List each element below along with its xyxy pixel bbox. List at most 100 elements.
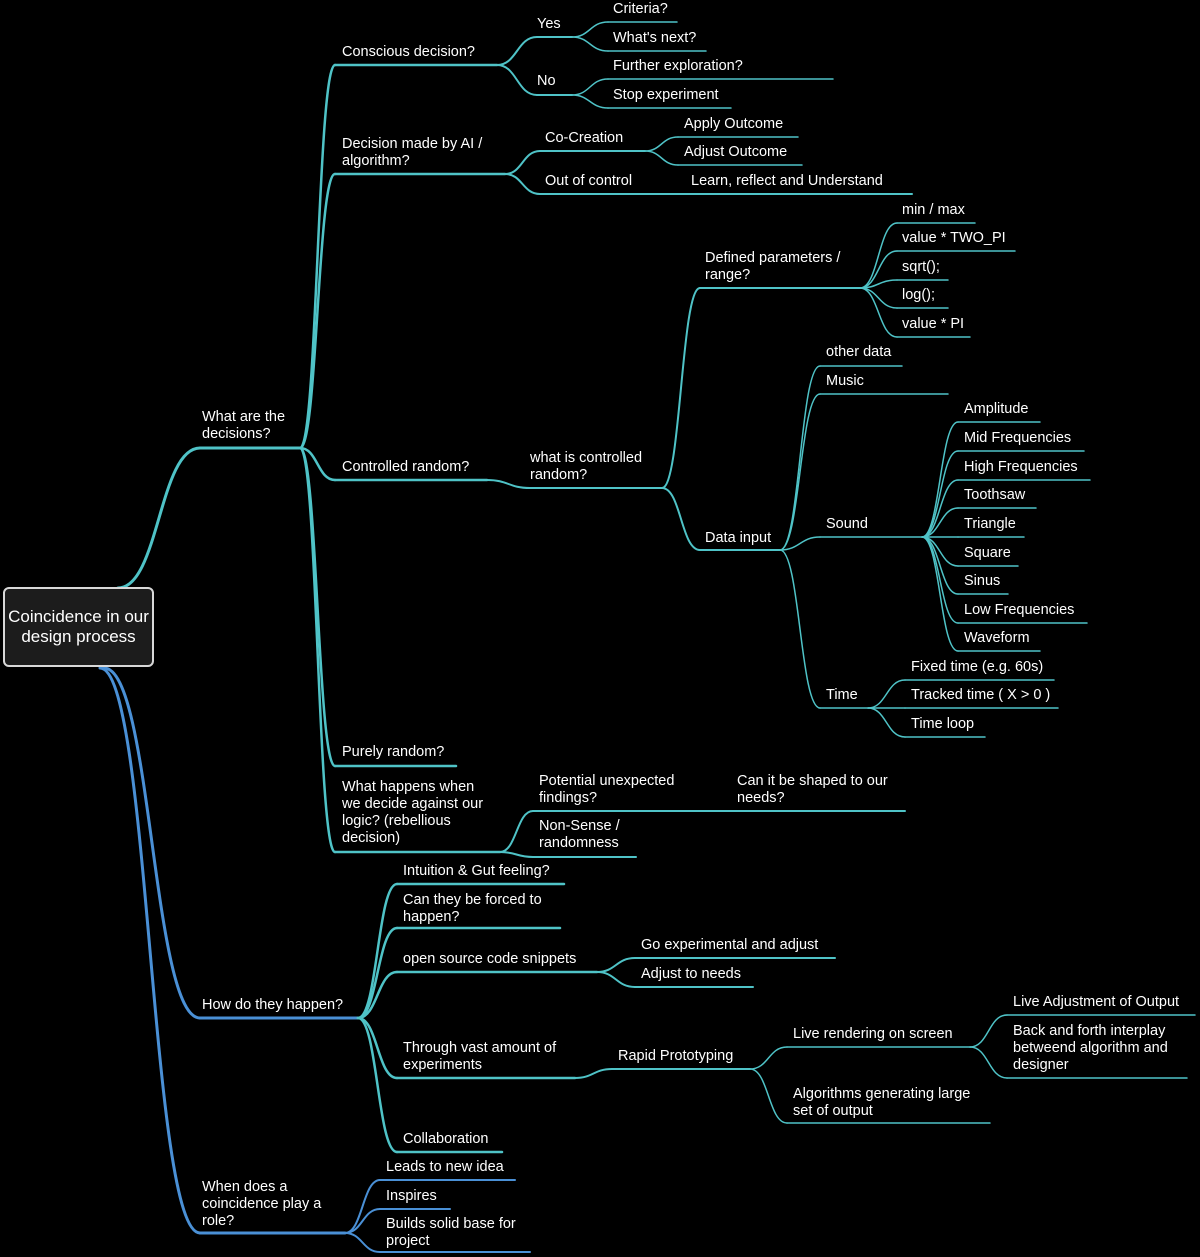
link-cocreation: [504, 150, 541, 175]
link-collab: [356, 1016, 399, 1154]
node-builds[interactable]: Builds solid base for project: [386, 1216, 516, 1249]
node-shaped[interactable]: Can it be shaped to our needs?: [737, 773, 888, 806]
link-decisions-conscious: [298, 63, 337, 450]
node-vast[interactable]: Through vast amount of experiments: [403, 1040, 557, 1073]
node-cocreation[interactable]: Co-Creation: [545, 130, 624, 146]
node-opensource[interactable]: open source code snippets: [403, 951, 577, 967]
link-param-3: [859, 287, 898, 309]
node-go-experimental[interactable]: Go experimental and adjust: [641, 937, 819, 953]
link-leads: [344, 1179, 381, 1234]
node-decisions[interactable]: What are the decisions?: [202, 409, 286, 442]
link-adjust-outcome: [644, 150, 679, 166]
node-no[interactable]: No: [537, 73, 556, 89]
node-time[interactable]: Time: [826, 687, 858, 703]
node-music[interactable]: Music: [826, 373, 864, 389]
link-param-0: [859, 222, 898, 289]
node-against[interactable]: What happens when we decide against our …: [342, 779, 484, 846]
link-sound-3: [921, 507, 959, 538]
link-outctrl: [504, 173, 541, 195]
root-node[interactable]: Coincidence in our design process: [3, 587, 154, 667]
node-algo-large[interactable]: Algorithms generating large set of outpu…: [793, 1086, 971, 1119]
link-param-4: [859, 287, 898, 338]
node-inspires[interactable]: Inspires: [386, 1188, 437, 1204]
link-decisions-controlled: [298, 446, 337, 482]
node-nonsense[interactable]: Non-Sense / randomness: [539, 818, 620, 851]
node-what-controlled[interactable]: what is controlled random?: [530, 450, 643, 483]
link-intuition: [356, 882, 399, 1020]
link-liverender: [749, 1046, 788, 1070]
node-time-loop[interactable]: Time loop: [911, 716, 975, 732]
node-amplitude[interactable]: Amplitude: [964, 401, 1029, 417]
link-adjneeds: [596, 971, 636, 988]
link-time: [779, 549, 821, 709]
node-triangle[interactable]: Triangle: [964, 516, 1016, 532]
node-sqrt[interactable]: sqrt();: [902, 259, 940, 275]
link-root-when: [98, 666, 202, 1235]
node-live-render[interactable]: Live rendering on screen: [793, 1026, 953, 1042]
link-stop: [571, 94, 609, 109]
node-apply[interactable]: Apply Outcome: [684, 116, 784, 132]
node-ai[interactable]: Decision made by AI / algorithm?: [342, 136, 483, 169]
link-forced: [356, 926, 399, 1020]
node-back-forth[interactable]: Back and forth interplay betweend algori…: [1013, 1023, 1168, 1073]
node-forced[interactable]: Can they be forced to happen?: [403, 892, 542, 925]
node-further[interactable]: Further exploration?: [613, 58, 743, 74]
node-conscious[interactable]: Conscious decision?: [342, 44, 475, 60]
link-rapid: [574, 1068, 613, 1079]
node-minmax[interactable]: min / max: [902, 202, 965, 218]
node-when[interactable]: When does a coincidence play a role?: [202, 1179, 322, 1229]
link-yes: [496, 36, 538, 66]
link-music: [779, 393, 821, 551]
node-controlled[interactable]: Controlled random?: [342, 459, 470, 475]
link-whats-next: [571, 36, 609, 52]
node-mid-freq[interactable]: Mid Frequencies: [964, 430, 1072, 446]
node-yes[interactable]: Yes: [537, 16, 561, 32]
node-data-input[interactable]: Data input: [705, 530, 772, 546]
node-live-adjust[interactable]: Live Adjustment of Output: [1013, 994, 1180, 1010]
link-vast: [356, 1016, 399, 1080]
link-backforth: [969, 1046, 1008, 1079]
node-sound[interactable]: Sound: [826, 516, 868, 532]
node-out-of-control[interactable]: Out of control: [545, 173, 633, 189]
link-what-controlled: [486, 479, 531, 489]
node-tracked-time[interactable]: Tracked time ( X > 0 ): [911, 687, 1051, 703]
node-whats-next[interactable]: What's next?: [613, 30, 697, 46]
link-sound-0: [921, 421, 959, 538]
node-adjust-outcome[interactable]: Adjust Outcome: [684, 144, 788, 160]
node-sinus[interactable]: Sinus: [964, 573, 1001, 589]
node-how[interactable]: How do they happen?: [202, 997, 344, 1013]
node-high-freq[interactable]: High Frequencies: [964, 459, 1078, 475]
node-waveform[interactable]: Waveform: [964, 630, 1030, 646]
node-rapid[interactable]: Rapid Prototyping: [618, 1048, 734, 1064]
link-sound-1: [921, 450, 959, 538]
link-otherdata: [779, 365, 821, 551]
node-defined[interactable]: Defined parameters / range?: [705, 250, 841, 283]
node-collab[interactable]: Collaboration: [403, 1131, 489, 1147]
node-potential[interactable]: Potential unexpected findings?: [539, 773, 675, 806]
link-time-2: [867, 707, 906, 738]
node-log[interactable]: log();: [902, 287, 936, 303]
link-algolarge: [749, 1068, 788, 1124]
link-no: [496, 64, 538, 96]
node-other-data[interactable]: other data: [826, 344, 892, 360]
node-stop[interactable]: Stop experiment: [613, 87, 719, 103]
link-time-0: [867, 679, 906, 709]
node-square[interactable]: Square: [964, 545, 1011, 561]
node-criteria[interactable]: Criteria?: [613, 1, 668, 17]
node-twopi[interactable]: value * TWO_PI: [902, 230, 1006, 246]
node-adjust-needs[interactable]: Adjust to needs: [641, 966, 741, 982]
link-further: [571, 78, 609, 96]
root-label: Coincidence in our design process: [8, 607, 149, 646]
link-nonsense: [499, 851, 534, 858]
node-learn[interactable]: Learn, reflect and Understand: [691, 173, 883, 189]
node-toothsaw[interactable]: Toothsaw: [964, 487, 1026, 503]
node-low-freq[interactable]: Low Frequencies: [964, 602, 1075, 618]
node-leads[interactable]: Leads to new idea: [386, 1159, 504, 1175]
node-purely[interactable]: Purely random?: [342, 744, 445, 760]
link-criteria: [571, 21, 609, 38]
node-intuition[interactable]: Intuition & Gut feeling?: [403, 863, 550, 879]
node-fixed-time[interactable]: Fixed time (e.g. 60s): [911, 659, 1044, 675]
link-datainput: [661, 487, 701, 551]
node-pi[interactable]: value * PI: [902, 316, 965, 332]
